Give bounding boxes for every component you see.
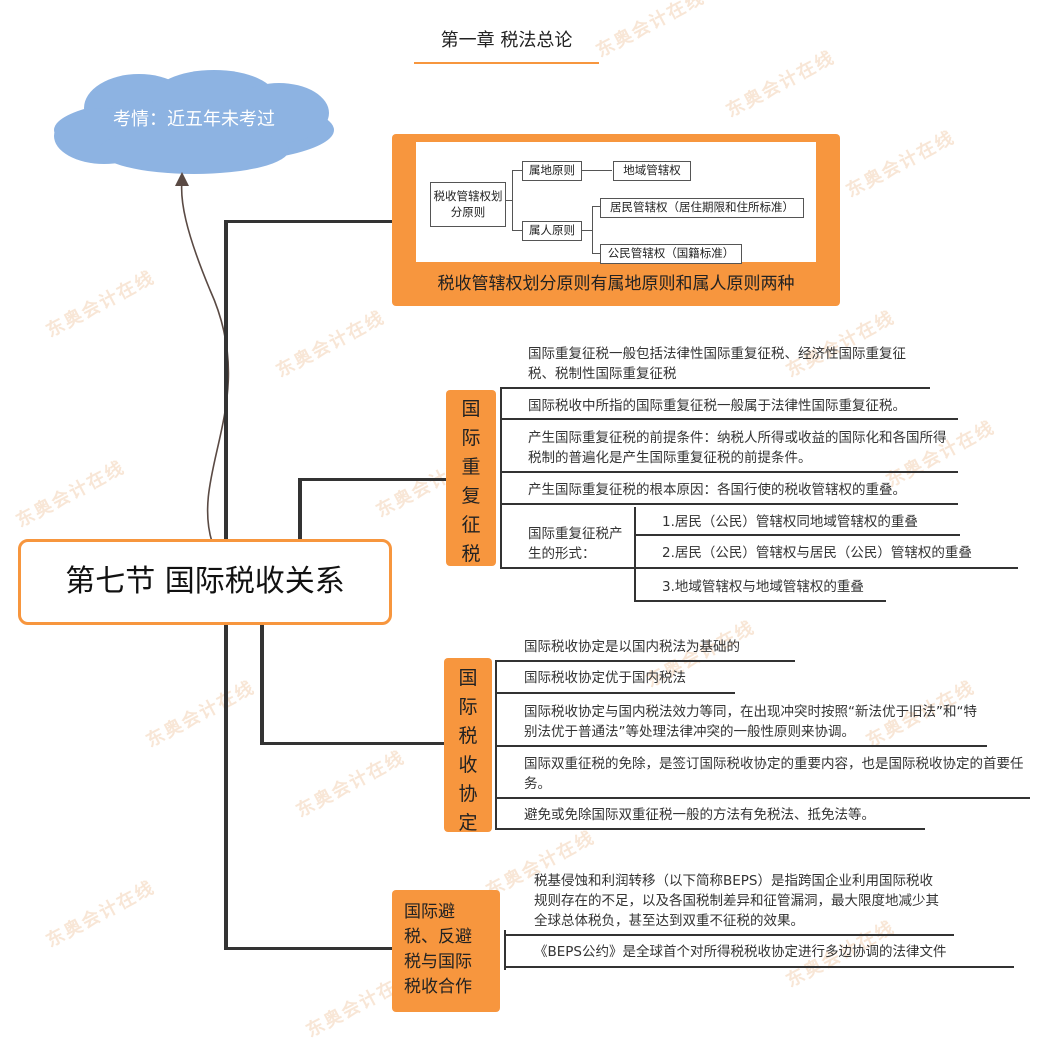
item-underline [634, 600, 886, 602]
jurisdiction-figure: 税收管辖权划分原则 属地原则 地域管辖权 属人原则 居民管辖权（居住期限和住所标… [416, 142, 816, 264]
connector-treaty-v [260, 620, 264, 745]
watermark: 东奥会计在线 [842, 126, 959, 202]
double-tax-item: 国际重复征税一般包括法律性国际重复征税、经济性国际重复征税、税制性国际重复征税 [528, 346, 906, 382]
page-title: 第一章 税法总论 [440, 30, 573, 51]
center-node: 第七节 国际税收关系 [18, 539, 392, 625]
treaty-item: 国际税收协定是以国内税法为基础的 [524, 639, 740, 655]
watermark: 东奥会计在线 [42, 876, 159, 952]
figure-line [582, 230, 592, 231]
connector-double-h [298, 478, 448, 481]
center-label: 第七节 国际税收关系 [65, 564, 345, 599]
beps-node: 国际避税、反避税与国际税收合作 [392, 890, 500, 1012]
title-underline [414, 62, 599, 64]
beps-item: 税基侵蚀和利润转移（以下简称BEPS）是指跨国企业利用国际税收规则存在的不足，以… [534, 873, 939, 929]
double-tax-form: 3.地域管辖权与地域管辖权的重叠 [662, 579, 864, 595]
double-tax-form: 2.居民（公民）管辖权与居民（公民）管辖权的重叠 [662, 545, 972, 561]
double-tax-item: 产生国际重复征税的前提条件：纳税人所得或收益的国际化和各国所得税制的普遍化是产生… [528, 430, 947, 466]
treaty-item: 避免或免除国际双重征税一般的方法有免税法、抵免法等。 [524, 807, 875, 823]
item-underline [500, 387, 930, 389]
figure-personal-child-2: 公民管辖权（国籍标准） [600, 244, 742, 264]
watermark: 东奥会计在线 [722, 46, 839, 122]
figure-root: 税收管辖权划分原则 [430, 182, 506, 227]
figure-line [592, 206, 600, 207]
item-underline [495, 692, 735, 694]
forms-bracket [634, 507, 636, 601]
figure-personal: 属人原则 [522, 221, 582, 241]
watermark: 东奥会计在线 [12, 456, 129, 532]
figure-line [582, 170, 612, 171]
item-underline [634, 567, 1018, 569]
double-tax-item: 产生国际重复征税的根本原因：各国行使的税收管辖权的重叠。 [528, 482, 906, 498]
connector-treaty-h [260, 742, 444, 745]
figure-territorial: 属地原则 [522, 161, 582, 181]
item-underline [500, 503, 958, 505]
figure-line [592, 253, 600, 254]
item-underline [495, 797, 1030, 799]
treaty-node: 国际税收协定 [444, 658, 492, 834]
watermark: 东奥会计在线 [42, 266, 159, 342]
connector-double-v [298, 478, 302, 540]
connector-beps [224, 947, 394, 950]
double-tax-bracket [500, 388, 502, 568]
watermark: 东奥会计在线 [272, 306, 389, 382]
double-tax-forms-label: 国际重复征税产生的形式： [528, 526, 623, 562]
watermark: 东奥会计在线 [142, 676, 259, 752]
item-underline [495, 660, 795, 662]
figure-territorial-child: 地域管辖权 [613, 161, 691, 181]
double-tax-node: 国际重复征税 [446, 390, 496, 566]
figure-line [512, 230, 522, 231]
item-underline [504, 934, 954, 936]
beps-item: 《BEPS公约》是全球首个对所得税税收协定进行多边协调的法律文件 [534, 944, 947, 960]
item-underline [500, 418, 958, 420]
cloud-label: 考情：近五年未考过 [113, 109, 275, 130]
figure-line [505, 200, 512, 201]
curve-arrow [175, 172, 230, 543]
double-tax-form: 1.居民（公民）管辖权同地域管辖权的重叠 [662, 514, 918, 530]
beps-bracket [504, 930, 506, 970]
treaty-item: 国际税收协定与国内税法效力等同，在出现冲突时按照“新法优于旧法”和“特别法优于普… [524, 704, 977, 740]
item-underline [500, 471, 958, 473]
watermark: 东奥会计在线 [592, 0, 709, 62]
item-underline [495, 828, 925, 830]
item-underline [500, 567, 634, 569]
item-underline [504, 966, 1014, 968]
figure-personal-child-1: 居民管辖权（居住期限和住所标准） [600, 198, 804, 218]
jurisdiction-node: 税收管辖权划分原则 属地原则 地域管辖权 属人原则 居民管辖权（居住期限和住所标… [392, 134, 840, 306]
figure-line [592, 206, 593, 254]
watermark: 东奥会计在线 [292, 746, 409, 822]
item-underline [495, 745, 987, 747]
jurisdiction-label: 税收管辖权划分原则有属地原则和属人原则两种 [437, 274, 795, 294]
connector-top [224, 220, 396, 223]
treaty-item: 国际税收协定优于国内税法 [524, 670, 686, 686]
figure-line [512, 170, 522, 171]
figure-line [512, 170, 513, 230]
treaty-item: 国际双重征税的免除，是签订国际税收协定的重要内容，也是国际税收协定的首要任务。 [524, 756, 1024, 792]
cloud-shape [54, 70, 334, 174]
double-tax-item: 国际税收中所指的国际重复征税一般属于法律性国际重复征税。 [528, 398, 906, 414]
item-underline [634, 534, 960, 536]
